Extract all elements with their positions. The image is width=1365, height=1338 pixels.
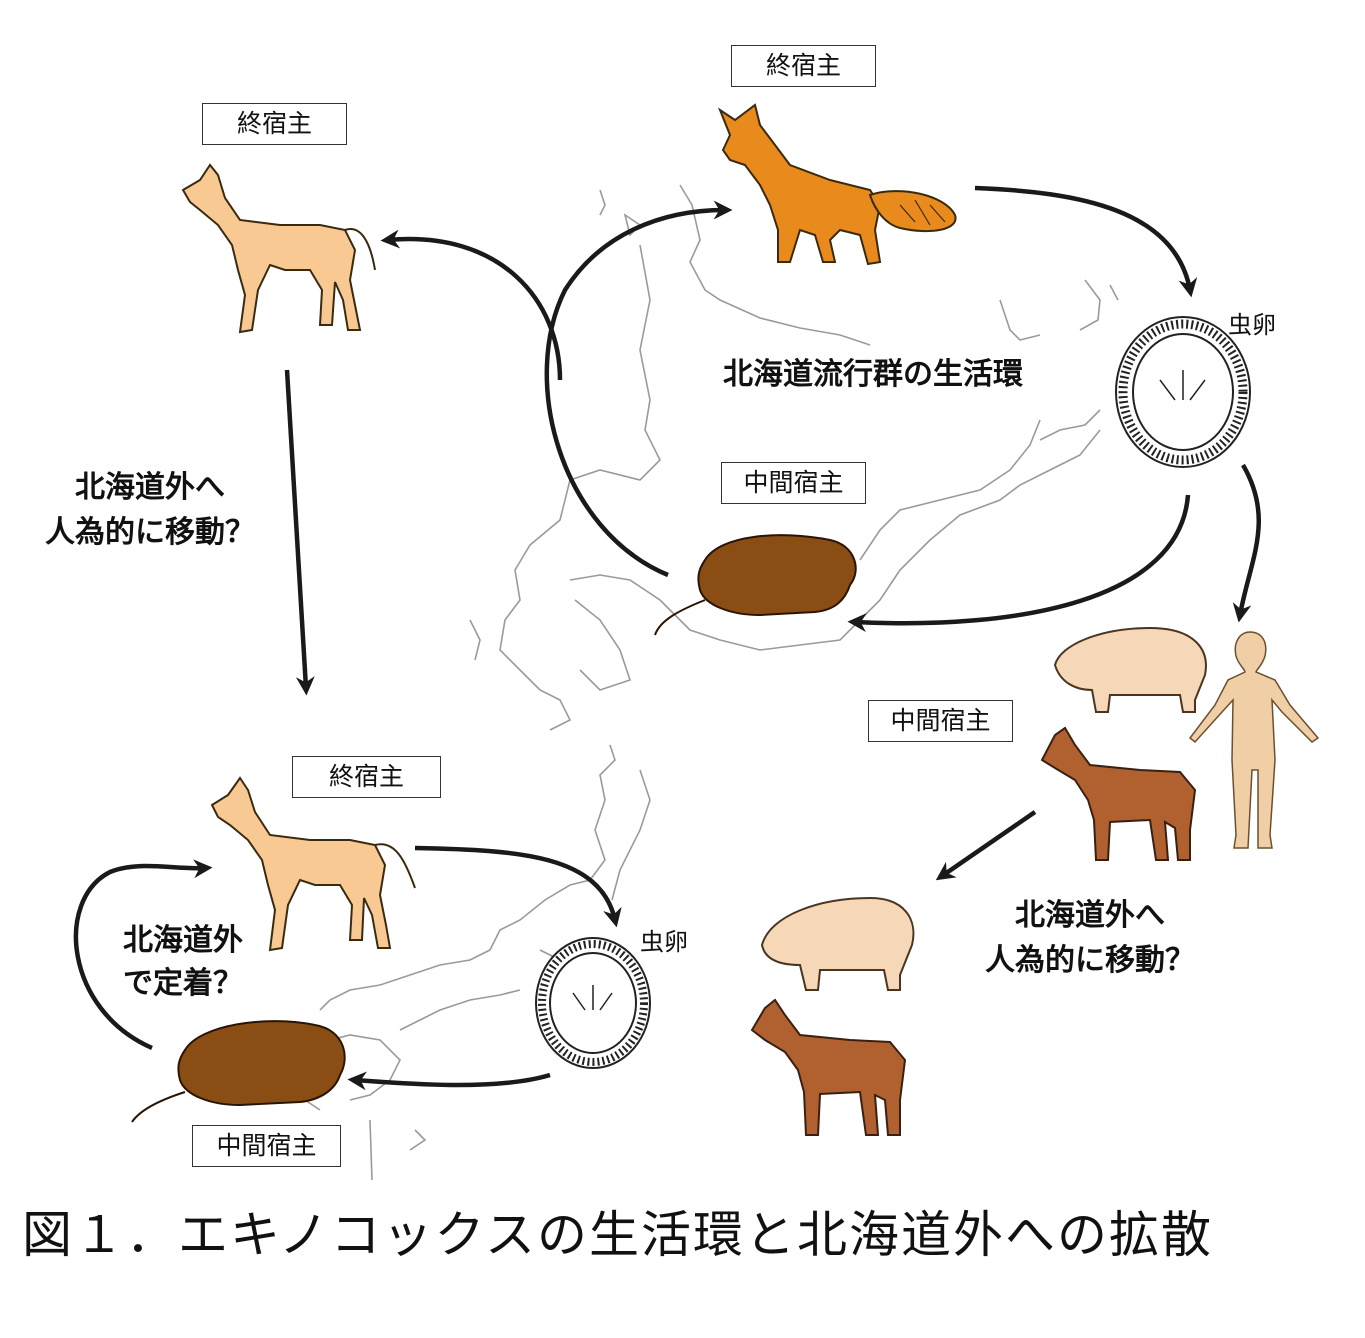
move-out-label-left-2: 人為的に移動？ [45, 515, 255, 550]
arrow-fox-to-egg [974, 185, 1198, 298]
move-out-label-right-1: 北海道外へ [1015, 898, 1165, 933]
move-out-label-right-2: 人為的に移動？ [985, 943, 1195, 978]
intermediate-host-box-vole-outside: 中間宿主 [192, 1125, 341, 1167]
egg-icon [1115, 316, 1251, 468]
arrow-dog-to-egg-outside [414, 845, 622, 928]
move-out-label-left-1: 北海道外へ [75, 470, 225, 505]
arrow-egg-to-livestock [1232, 463, 1261, 623]
figure-caption: 図１．エキノコックスの生活環と北海道外への拡散 [22, 1206, 1213, 1264]
pig-icon [1053, 626, 1207, 713]
japan-map-outline [299, 184, 1119, 1181]
pig-icon-outside [760, 896, 915, 991]
intermediate-host-box-vole: 中間宿主 [721, 462, 866, 504]
human-icon [1188, 631, 1320, 849]
definitive-host-box-dog-outside: 終宿主 [292, 756, 441, 798]
vole-icon [654, 534, 857, 636]
definitive-host-box-fox: 終宿主 [731, 45, 876, 87]
egg-label-outside: 虫卵 [640, 928, 688, 956]
dog-icon [181, 163, 376, 334]
definitive-host-box-dog: 終宿主 [202, 103, 347, 145]
arrow-dog-move-out [284, 369, 315, 696]
egg-label: 虫卵 [1228, 311, 1276, 339]
fox-icon [717, 103, 957, 266]
diagram-labels: 北海道流行群の生活環 北海道外へ 人為的に移動？ 北海道外へ 人為的に移動？ 北… [45, 311, 1276, 1001]
horse-icon-outside [750, 998, 907, 1136]
settle-label-2: で定着？ [123, 966, 243, 1001]
arrow-vole-to-dog [380, 229, 563, 381]
vole-icon-outside [131, 1020, 346, 1123]
arrow-vole-to-fox [544, 200, 733, 578]
intermediate-host-box-livestock: 中間宿主 [868, 700, 1013, 742]
arrow-livestock-move-out [935, 810, 1037, 881]
settle-label-1: 北海道外 [123, 923, 243, 958]
cycle-title: 北海道流行群の生活環 [723, 357, 1024, 392]
cycle-arrows [73, 185, 1261, 1091]
arrow-vole-to-dog-outside [73, 859, 213, 1051]
arrow-egg-to-vole-outside [347, 1071, 551, 1091]
egg-icon-outside [535, 937, 651, 1069]
horse-icon [1040, 726, 1197, 861]
dog-icon-outside [210, 776, 416, 952]
arrow-egg-to-vole [847, 494, 1191, 632]
